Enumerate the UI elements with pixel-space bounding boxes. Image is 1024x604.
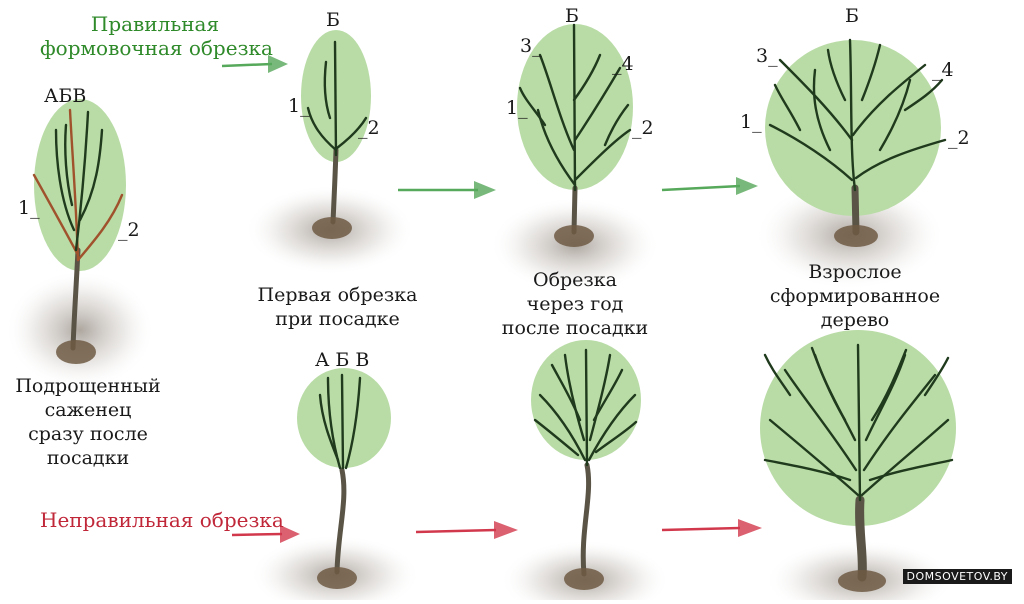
seedling-caption: Подрощенный саженец сразу после посадки xyxy=(8,374,168,470)
first-num-1: 1_ xyxy=(288,95,310,117)
year-num-1: 1_ xyxy=(506,97,528,119)
adult-num-2: _2 xyxy=(948,127,970,149)
adult-caption: Взрослое сформированное дерево xyxy=(760,260,950,332)
first-num-2: _2 xyxy=(358,117,380,139)
seedling-line-1: Подрощенный xyxy=(15,375,161,397)
seedling-line-4: посадки xyxy=(46,447,130,469)
year-cut-line-2: через год xyxy=(526,293,624,315)
year-cut-branches xyxy=(518,23,632,192)
letters-seedling: АБВ xyxy=(44,85,87,107)
incorrect-pruning-caption: Неправильная обрезка xyxy=(40,508,284,532)
letter-adult: Б xyxy=(845,5,859,27)
adult-branches xyxy=(768,38,947,192)
first-cut-line-2: при посадке xyxy=(275,308,400,330)
adult-line-1: Взрослое xyxy=(808,261,902,283)
adult-num-4: _4 xyxy=(932,59,954,81)
correct-line-1: Правильная xyxy=(90,12,220,36)
correct-arrows xyxy=(221,55,758,199)
first-cut-line-1: Первая обрезка xyxy=(257,284,418,306)
watermark: DOMSOVETOV.BY xyxy=(902,569,1012,584)
seedling-line-2: саженец xyxy=(44,399,132,421)
year-num-3: 3_ xyxy=(520,35,542,57)
seedling-branches xyxy=(32,108,124,262)
first-cut-caption: Первая обрезка при посадке xyxy=(255,283,420,331)
seedling-line-3: сразу после xyxy=(28,423,148,445)
seedling-shadow xyxy=(5,270,155,390)
seedling-num-2: _2 xyxy=(118,219,140,241)
year-num-2: _2 xyxy=(632,117,654,139)
year-num-4: _4 xyxy=(612,53,634,75)
soil xyxy=(56,217,886,592)
crown-bad-first xyxy=(297,368,391,468)
letter-first: Б xyxy=(326,9,340,31)
crown-seedling xyxy=(34,99,126,271)
bad-first-branches xyxy=(318,373,362,470)
bad-adult-branches xyxy=(763,343,954,502)
correct-line-2: формовочная обрезка xyxy=(40,36,273,60)
adult-line-3: дерево xyxy=(820,309,890,331)
correct-pruning-caption: Правильная формовочная обрезка xyxy=(40,12,273,60)
year-cut-caption: Обрезка через год после посадки xyxy=(500,268,650,340)
adult-line-2: сформированное xyxy=(769,285,941,307)
crown-adult xyxy=(765,40,941,216)
letters-bad-first: А Б В xyxy=(315,349,370,371)
bad-year-branches xyxy=(533,348,638,467)
incorrect-arrows xyxy=(231,519,762,543)
adult-num-1: 1_ xyxy=(740,111,762,133)
year-cut-line-1: Обрезка xyxy=(533,269,617,291)
seedling-num-1: 1_ xyxy=(18,197,40,219)
adult-num-3: 3_ xyxy=(756,45,778,67)
letter-year: Б xyxy=(565,5,579,27)
year-cut-line-3: после посадки xyxy=(501,317,649,339)
first-cut-branches xyxy=(306,40,368,157)
